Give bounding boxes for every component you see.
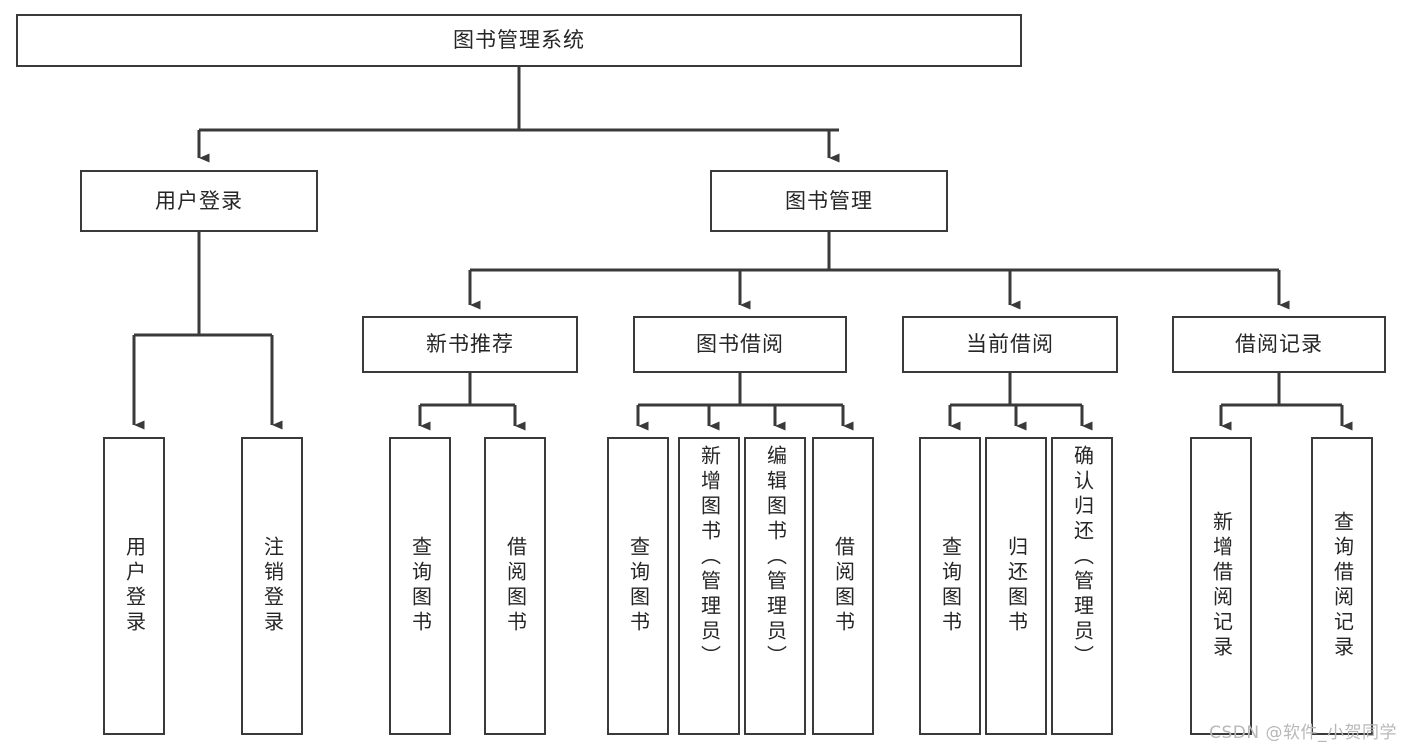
- node-leaf-edit-book[interactable]: 编辑图书（管理员）: [744, 437, 806, 735]
- node-leaf-logout-label: 注销登录: [260, 536, 285, 636]
- node-leaf-add-book[interactable]: 新增图书（管理员）: [678, 437, 740, 735]
- csdn-watermark: CSDN @软件_小贺同学: [1209, 723, 1397, 743]
- node-leaf-borrow-book-2-label: 借阅图书: [831, 536, 856, 636]
- node-leaf-query-book-3-label: 查询图书: [938, 536, 963, 636]
- node-root[interactable]: 图书管理系统: [16, 14, 1022, 67]
- node-leaf-borrow-book-2[interactable]: 借阅图书: [812, 437, 874, 735]
- node-leaf-user-login[interactable]: 用户登录: [103, 437, 165, 735]
- node-leaf-borrow-book-1[interactable]: 借阅图书: [484, 437, 546, 735]
- node-current-borrow[interactable]: 当前借阅: [902, 316, 1118, 373]
- node-root-label: 图书管理系统: [453, 28, 585, 53]
- node-borrow-record[interactable]: 借阅记录: [1172, 316, 1386, 373]
- node-new-book-rec-label: 新书推荐: [426, 332, 514, 357]
- node-leaf-return-book-label: 归还图书: [1004, 536, 1029, 636]
- node-leaf-add-record[interactable]: 新增借阅记录: [1190, 437, 1252, 735]
- node-leaf-confirm-return-label: 确认归还（管理员）: [1070, 445, 1095, 670]
- node-book-borrow-label: 图书借阅: [696, 332, 784, 357]
- node-leaf-return-book[interactable]: 归还图书: [985, 437, 1047, 735]
- node-new-book-rec[interactable]: 新书推荐: [362, 316, 578, 373]
- node-leaf-user-login-label: 用户登录: [122, 536, 147, 636]
- node-leaf-query-book-1[interactable]: 查询图书: [389, 437, 451, 735]
- node-leaf-query-book-2-label: 查询图书: [626, 536, 651, 636]
- node-leaf-edit-book-label: 编辑图书（管理员）: [763, 445, 788, 670]
- node-user-login[interactable]: 用户登录: [80, 170, 318, 232]
- node-leaf-confirm-return[interactable]: 确认归还（管理员）: [1051, 437, 1113, 735]
- node-leaf-query-record[interactable]: 查询借阅记录: [1311, 437, 1373, 735]
- node-leaf-query-record-label: 查询借阅记录: [1330, 511, 1355, 661]
- node-leaf-add-book-label: 新增图书（管理员）: [697, 445, 722, 670]
- node-borrow-record-label: 借阅记录: [1235, 332, 1323, 357]
- node-leaf-query-book-2[interactable]: 查询图书: [607, 437, 669, 735]
- node-book-manage-label: 图书管理: [785, 188, 873, 213]
- node-user-login-label: 用户登录: [155, 188, 243, 213]
- node-leaf-query-book-1-label: 查询图书: [408, 536, 433, 636]
- node-leaf-logout[interactable]: 注销登录: [241, 437, 303, 735]
- node-book-borrow[interactable]: 图书借阅: [633, 316, 847, 373]
- node-current-borrow-label: 当前借阅: [966, 332, 1054, 357]
- node-leaf-borrow-book-1-label: 借阅图书: [503, 536, 528, 636]
- node-leaf-query-book-3[interactable]: 查询图书: [919, 437, 981, 735]
- node-leaf-add-record-label: 新增借阅记录: [1209, 511, 1234, 661]
- node-book-manage[interactable]: 图书管理: [710, 170, 948, 232]
